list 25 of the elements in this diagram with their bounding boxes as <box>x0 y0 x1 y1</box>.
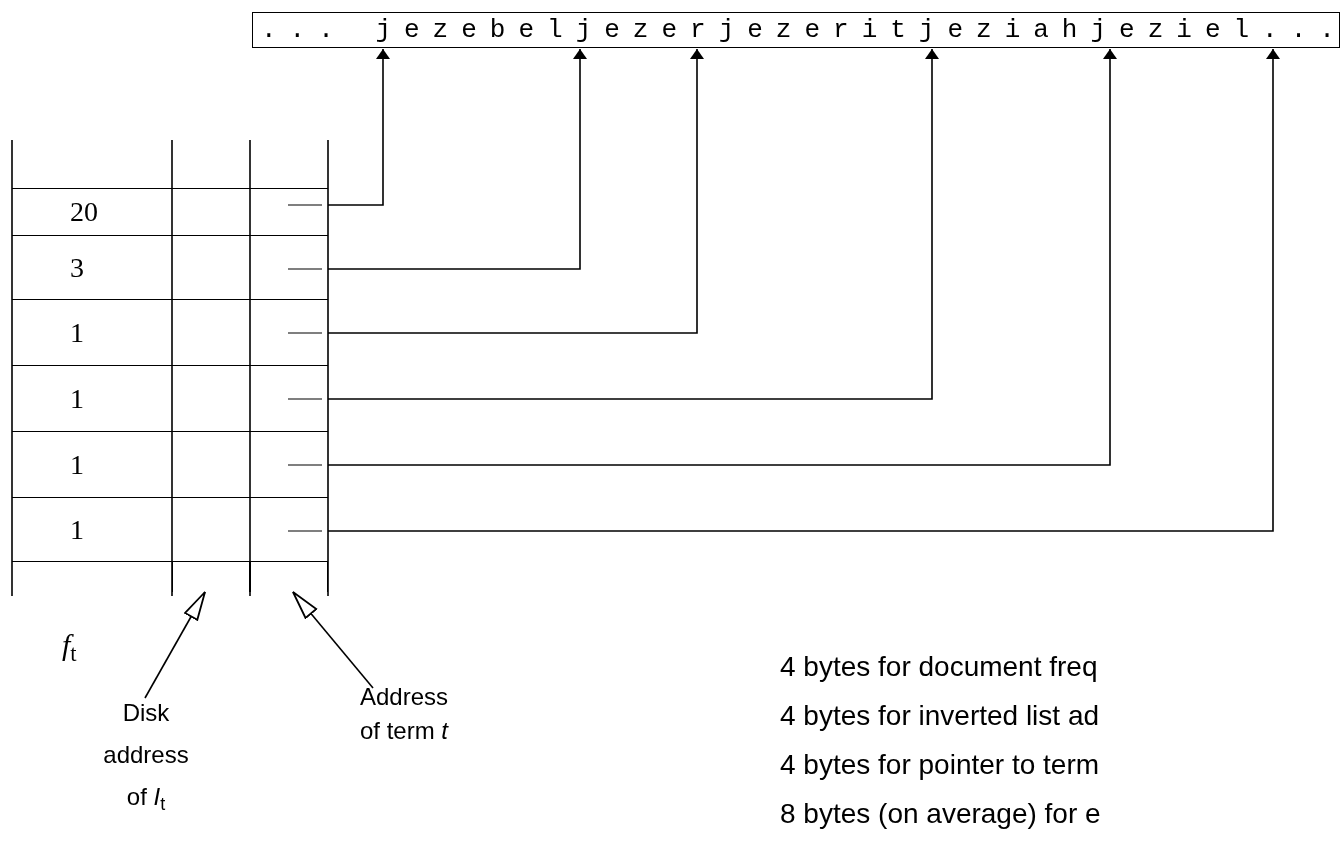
frequency-value: 1 <box>69 450 84 479</box>
frequency-value: 20 <box>69 198 98 226</box>
table-column-end <box>172 562 250 592</box>
note-text: 4 bytes for inverted list ad <box>780 699 1101 733</box>
table-column-end <box>250 562 328 592</box>
frequency-value: 3 <box>69 253 84 282</box>
pointer-arrow <box>327 48 704 334</box>
pointer-arrow <box>327 48 939 400</box>
annotation-text: Disk address of I$_{t}$ <box>92 692 200 818</box>
pointer-arrow <box>327 48 587 270</box>
pointer-arrow <box>327 48 1280 532</box>
pointer-arrow <box>327 48 1117 466</box>
leader-line <box>292 591 374 689</box>
note-text: 4 bytes for document freq <box>780 650 1099 684</box>
leader-line <box>144 591 206 699</box>
column-label: f$_{t}$ <box>62 627 77 667</box>
frequency-value: 1 <box>69 515 84 544</box>
table-row <box>12 188 328 236</box>
pointer-arrow <box>327 48 390 206</box>
frequency-value: 1 <box>69 384 84 413</box>
frequency-value: 1 <box>69 318 84 347</box>
note-text: 8 bytes (on average) for e <box>780 797 1101 831</box>
note-text: 4 bytes for pointer to term <box>780 748 1101 782</box>
string-box: ... jezebeljezerjezeritjeziahjeziel... <box>252 12 1340 48</box>
annotation-text: Address of term t <box>348 680 460 748</box>
